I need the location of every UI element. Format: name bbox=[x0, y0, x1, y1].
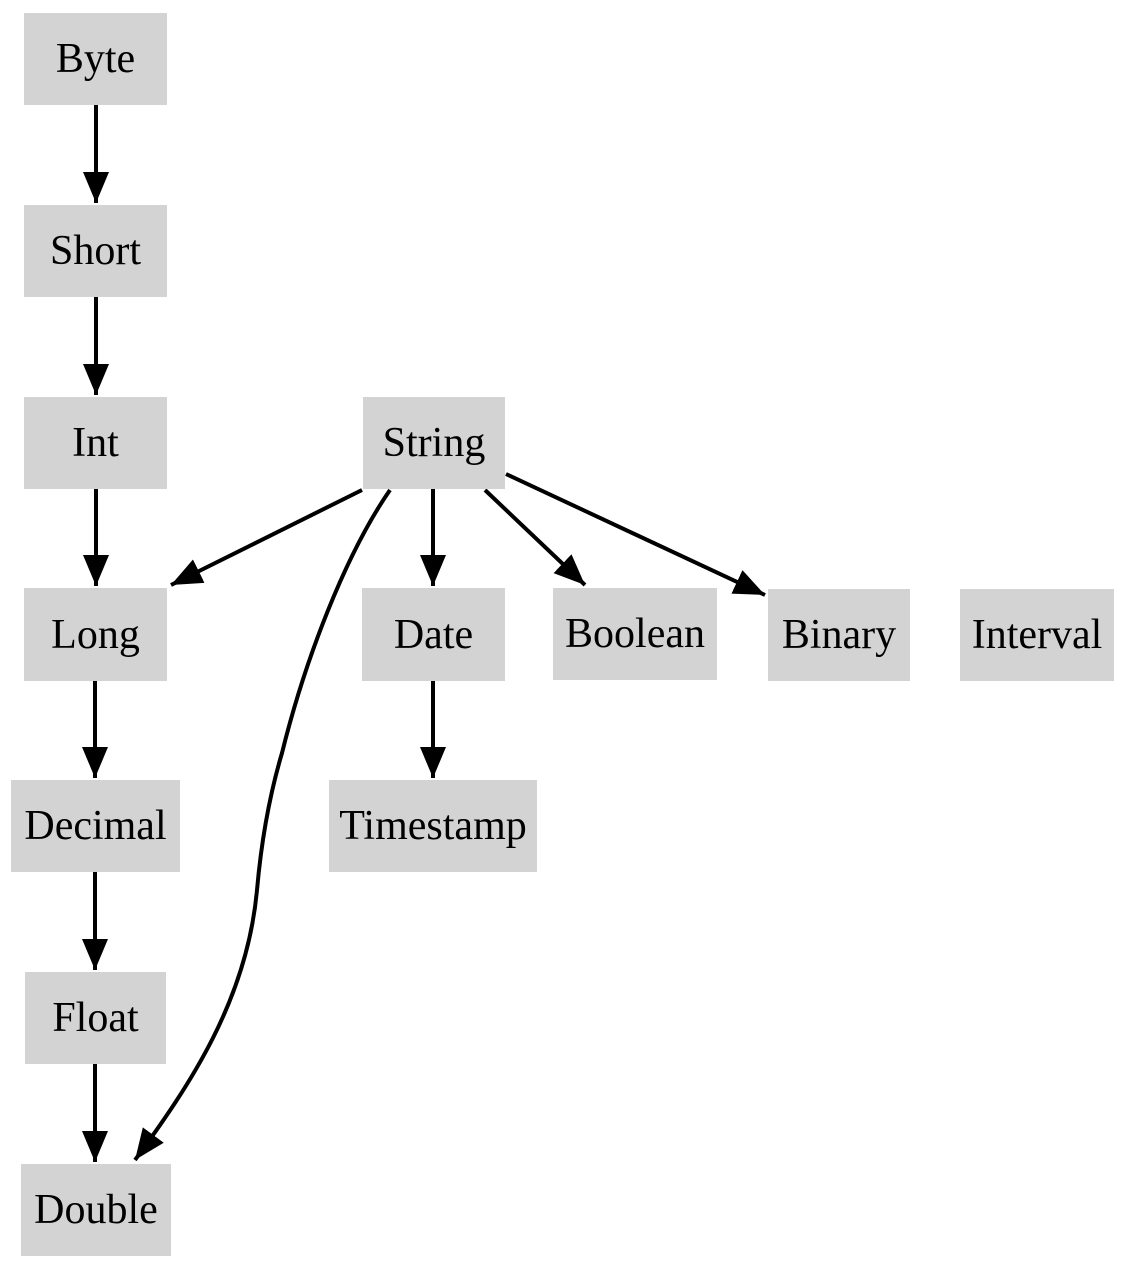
edge-string-boolean bbox=[483, 488, 587, 587]
node-binary: Binary bbox=[768, 589, 910, 681]
node-int: Int bbox=[24, 397, 167, 489]
node-label: Decimal bbox=[24, 803, 167, 849]
node-label: Long bbox=[51, 611, 140, 658]
node-label: Interval bbox=[971, 612, 1103, 658]
node-date: Date bbox=[362, 588, 505, 681]
node-label: Short bbox=[49, 228, 141, 274]
node-label: Timestamp bbox=[339, 803, 527, 849]
node-label: String bbox=[382, 420, 486, 466]
node-label: Int bbox=[72, 420, 119, 466]
node-label: Boolean bbox=[565, 611, 705, 657]
edge-string-long bbox=[170, 488, 363, 587]
node-float: Float bbox=[25, 972, 166, 1064]
edge-string-binary bbox=[505, 472, 766, 597]
node-label: Float bbox=[52, 995, 139, 1041]
node-byte: Byte bbox=[24, 13, 167, 105]
node-label: Date bbox=[393, 611, 474, 658]
node-double: Double bbox=[21, 1164, 171, 1256]
node-label: Byte bbox=[55, 36, 136, 82]
node-long: Long bbox=[24, 588, 167, 681]
node-timestamp: Timestamp bbox=[329, 780, 537, 872]
node-boolean: Boolean bbox=[553, 588, 717, 680]
node-decimal: Decimal bbox=[11, 780, 180, 872]
node-label: Double bbox=[34, 1187, 158, 1233]
node-interval: Interval bbox=[960, 589, 1114, 681]
node-short: Short bbox=[24, 205, 167, 297]
node-string: String bbox=[363, 397, 505, 489]
node-label: Binary bbox=[781, 612, 897, 658]
